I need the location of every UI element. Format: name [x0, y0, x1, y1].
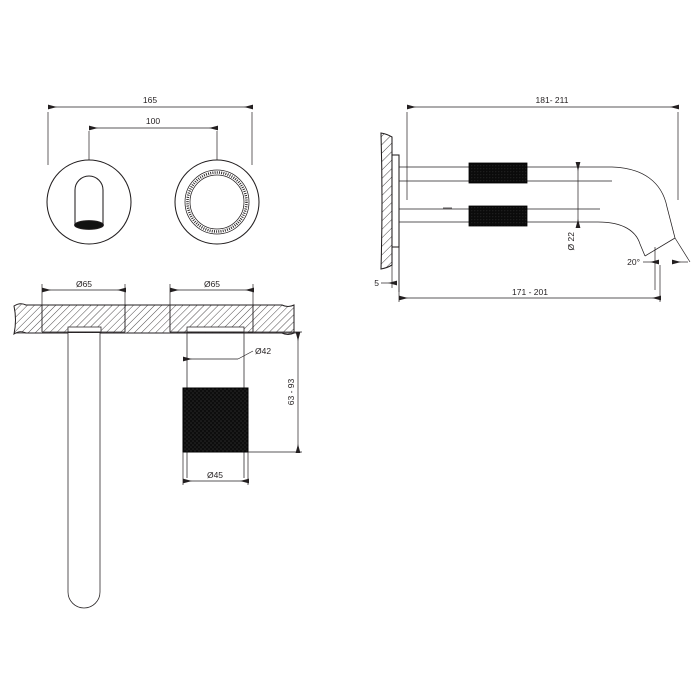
- part-wall-section: [380, 132, 393, 270]
- part-spout-tube: [67, 333, 101, 609]
- part-wall-slab: [13, 303, 296, 336]
- dim-overall-width: 165: [47, 95, 253, 165]
- part-spout-escutcheon: [46, 159, 132, 245]
- dim-outlet-angle: 20°: [627, 237, 691, 290]
- dim-label-wall-plate-thickness: 5: [374, 278, 379, 288]
- part-spout-curve: [597, 166, 676, 257]
- part-handle-flange: [169, 305, 254, 333]
- dim-label-handle-knurl-dia: Ø45: [207, 470, 223, 480]
- dim-label-spout-flange-dia: Ø65: [76, 279, 92, 289]
- part-handle-knurl-block: [182, 387, 249, 453]
- dim-handle-knurl-dia: Ø45: [182, 452, 249, 485]
- dim-label-overall-width: 165: [143, 95, 157, 105]
- part-knurled-band-lower: [468, 205, 528, 227]
- dim-handle-stem-dia: Ø42: [183, 346, 271, 362]
- view-side-elevation: 181- 211: [374, 95, 691, 302]
- dim-spout-projection-min: 171 - 201: [398, 247, 661, 302]
- dim-label-handle-flange-dia: Ø65: [204, 279, 220, 289]
- part-wall-plate: [391, 154, 400, 248]
- dim-label-spout-projection-max: 181- 211: [536, 95, 569, 105]
- part-knurled-band-upper: [468, 162, 528, 184]
- part-spout-flange: [41, 305, 126, 333]
- view-plan-section: Ø65 Ø65: [13, 279, 302, 609]
- dim-spout-projection-max: 181- 211: [406, 95, 679, 200]
- dim-handle-depth-range: 63 - 93: [248, 331, 302, 453]
- dim-label-spout-diameter: Ø 22: [566, 232, 576, 251]
- dim-label-spout-projection-min: 171 - 201: [512, 287, 548, 297]
- dim-label-centre-to-centre: 100: [146, 116, 160, 126]
- dim-centre-to-centre: 100: [88, 116, 218, 172]
- part-handle-escutcheon: [174, 159, 260, 245]
- dim-label-outlet-angle: 20°: [627, 257, 640, 267]
- dim-label-handle-stem-dia: Ø42: [255, 346, 271, 356]
- dim-label-handle-depth-range: 63 - 93: [286, 378, 296, 405]
- dim-spout-diameter: Ø 22: [566, 162, 581, 251]
- view-front-elevation: 165 100: [46, 95, 260, 245]
